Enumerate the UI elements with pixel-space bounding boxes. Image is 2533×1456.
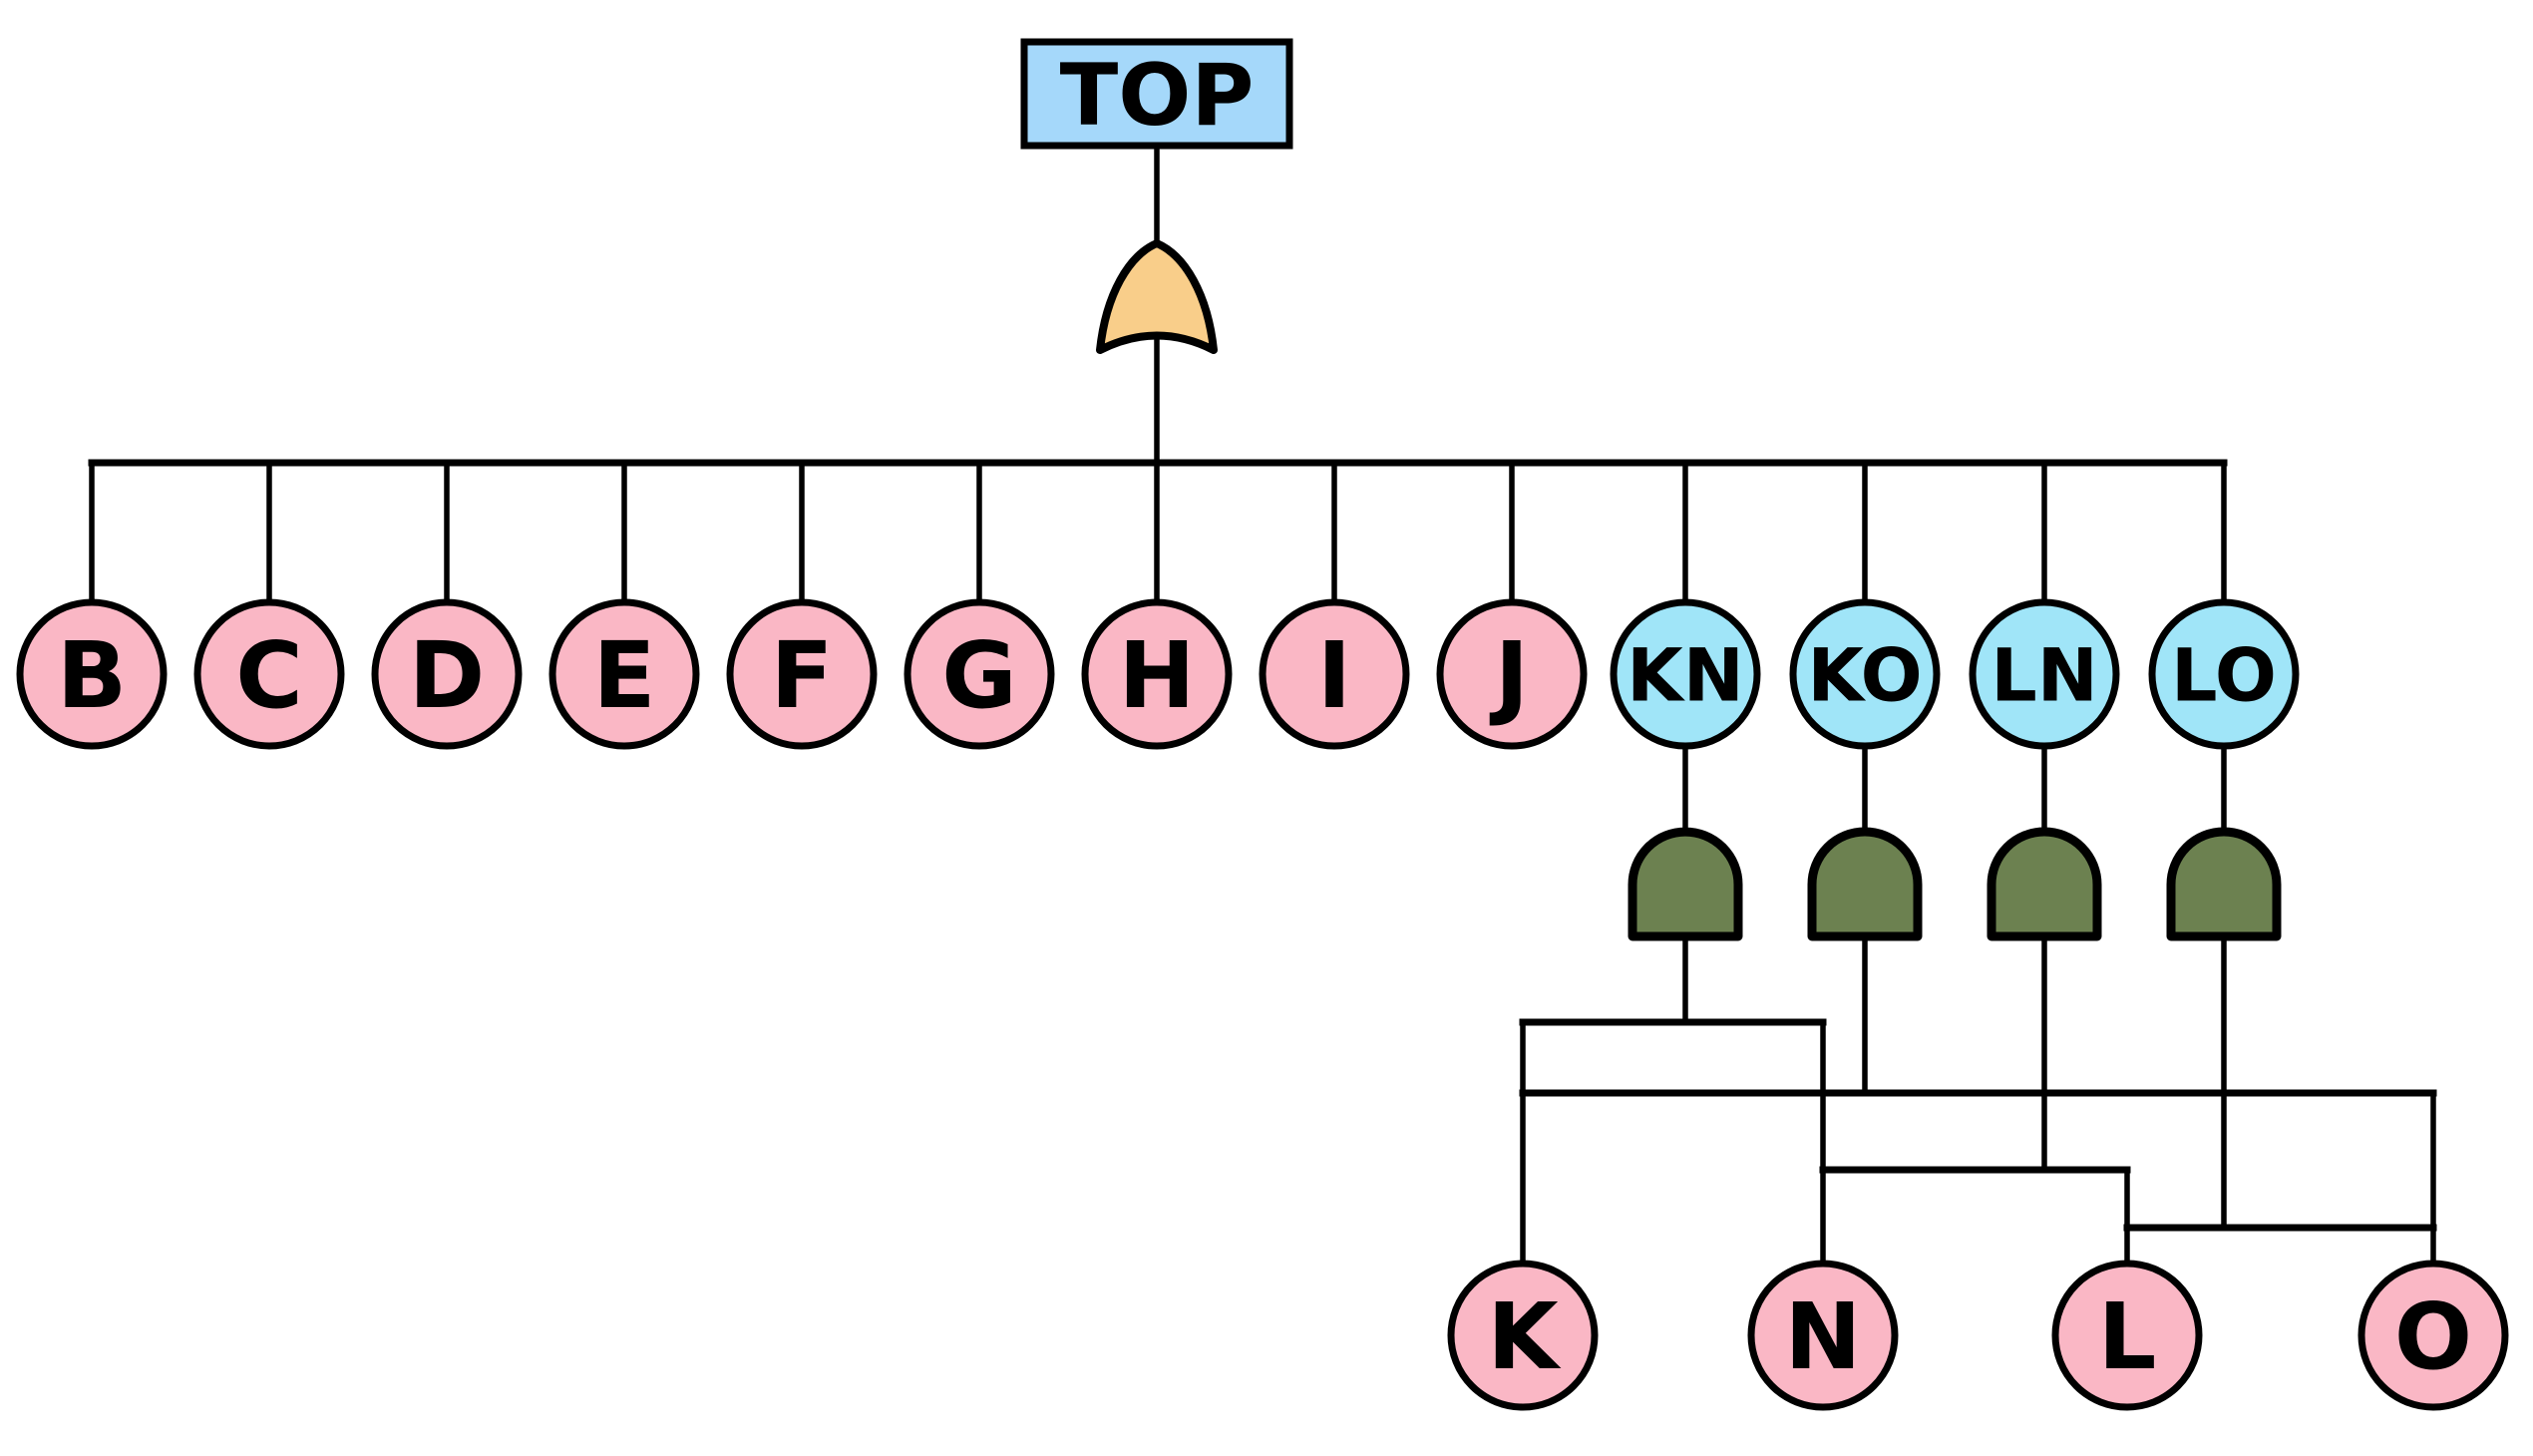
event-E bbox=[548, 598, 700, 750]
event-label-E: E bbox=[593, 622, 656, 729]
or-gate bbox=[1096, 239, 1218, 354]
event-label-N: N bbox=[1785, 1283, 1862, 1390]
and-gate-LO bbox=[2166, 827, 2282, 941]
event-label-H: H bbox=[1119, 622, 1196, 729]
event-label-LO: LO bbox=[2171, 633, 2277, 718]
event-label-KN: KN bbox=[1627, 633, 1744, 718]
event-label-K: K bbox=[1487, 1283, 1562, 1390]
top-event-box bbox=[1020, 38, 1293, 150]
event-label-G: G bbox=[941, 622, 1017, 729]
event-label-O: O bbox=[2394, 1283, 2472, 1390]
and-gate-KN bbox=[1628, 827, 1743, 941]
event-N bbox=[1747, 1260, 1899, 1411]
event-C bbox=[193, 598, 345, 750]
event-label-I: I bbox=[1317, 622, 1351, 729]
event-label-B: B bbox=[57, 622, 127, 729]
event-label-LN: LN bbox=[1990, 633, 2098, 718]
and-gate-KO bbox=[1807, 827, 1923, 941]
and-gate-LN bbox=[1987, 827, 2102, 941]
event-label-L: L bbox=[2098, 1283, 2157, 1390]
event-O bbox=[2357, 1260, 2509, 1411]
event-G bbox=[904, 598, 1055, 750]
event-B bbox=[16, 598, 168, 750]
event-H bbox=[1081, 598, 1233, 750]
top-event-label: TOP bbox=[1060, 46, 1255, 146]
event-I bbox=[1259, 598, 1410, 750]
event-label-J: J bbox=[1489, 622, 1529, 729]
event-D bbox=[371, 598, 523, 750]
event-label-D: D bbox=[409, 622, 485, 729]
event-label-F: F bbox=[771, 622, 834, 729]
event-label-C: C bbox=[235, 622, 303, 729]
event-J bbox=[1436, 598, 1588, 750]
event-L bbox=[2051, 1260, 2203, 1411]
event-F bbox=[726, 598, 878, 750]
event-K bbox=[1447, 1260, 1599, 1411]
event-label-KO: KO bbox=[1807, 633, 1922, 718]
